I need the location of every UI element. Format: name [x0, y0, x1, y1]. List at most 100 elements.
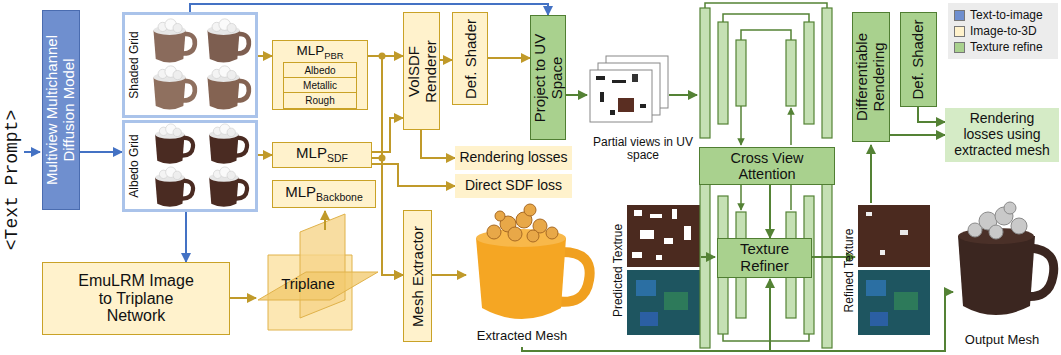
text-holder: <Text Prompt>	[0, 60, 24, 300]
node-text: Direct SDF loss	[465, 177, 562, 193]
mug-render	[155, 124, 193, 164]
extractor-box: Mesh Extractor	[403, 210, 432, 342]
text-holder: Predicted Textrue	[609, 205, 626, 335]
text-line: Def. Shader	[910, 19, 927, 99]
text-line: EmuLRM Image to Triplane Network	[73, 272, 199, 326]
connector	[769, 185, 771, 238]
label-box: Predicted Textrue	[609, 205, 626, 335]
flow-arrows	[24, 95, 953, 351]
mlp-box: MLPSDF	[272, 142, 372, 168]
text-line: Shaded Grid	[128, 31, 141, 98]
prompt-label: <Text Prompt>	[2, 110, 22, 250]
text-holder: MLPPBR	[273, 41, 367, 63]
text-holder: Albedo	[284, 63, 356, 78]
text-holder: Extracted Mesh	[466, 327, 578, 346]
legend-box: Text-to-imageImage-to-3D Texture refine	[948, 3, 1058, 59]
connector	[80, 151, 122, 153]
text-line: Partial views in UV space	[592, 136, 694, 163]
node-text: MLP	[296, 144, 327, 161]
node-text: Def. Shader	[909, 19, 926, 99]
refined-texture	[858, 205, 930, 335]
subscript-text: Backbone	[316, 191, 363, 203]
shader-box: Def. Shader	[900, 12, 937, 107]
legend-text: Text-to-image	[970, 8, 1043, 22]
refiner-box: Texture Refiner	[717, 238, 812, 278]
text-line: Mesh Extractor	[409, 226, 426, 327]
extracted-mesh	[476, 204, 590, 319]
connector	[258, 55, 272, 57]
triplane-figure	[258, 214, 378, 330]
text-holder: Shaded Grid	[125, 15, 145, 115]
loss-box: Direct SDF loss	[455, 174, 572, 198]
text-line: Texture Refiner	[722, 241, 807, 275]
node-text: Mesh Extractor	[408, 226, 425, 327]
text-holder: VolSDF Renderer	[404, 13, 439, 129]
mug-render	[153, 19, 194, 63]
node-text: Texture Refiner	[740, 240, 789, 274]
text-line: Albedo Grid	[128, 134, 141, 197]
node-text: Albedo	[304, 65, 335, 76]
subscript-text: PBR	[324, 50, 343, 61]
connector	[372, 118, 403, 152]
connector	[258, 154, 272, 156]
figure-label: Refined Texture	[841, 228, 855, 312]
connector	[421, 130, 455, 158]
connector	[440, 59, 452, 61]
node-text: Shaded Grid	[127, 31, 141, 98]
legend-text: Texture refine	[970, 40, 1043, 54]
text-line: Output Mesh	[965, 333, 1039, 348]
text-holder: Texture Refiner	[718, 239, 811, 277]
label-box: Triplane	[276, 274, 340, 295]
text-holder: Project to UV Space	[531, 16, 565, 139]
image-grid: Shaded Grid	[122, 12, 258, 118]
label-box: Refined Texture	[840, 205, 857, 335]
figure-label: Partial views in UV space	[593, 135, 693, 162]
node-text: MLP	[285, 183, 316, 200]
text-holder: Cross View Attention	[700, 148, 834, 184]
label-box: <Text Prompt>	[0, 60, 24, 300]
mug-render	[153, 66, 194, 110]
mug-render	[209, 124, 247, 164]
text-line: MLPBackbone	[285, 184, 363, 204]
attention-box: Cross View Attention	[699, 147, 835, 185]
mlp-box: MLPBackbone	[272, 180, 376, 208]
text-holder: Triplane	[276, 274, 340, 295]
legend-swatch	[954, 26, 965, 37]
figure-label: Extracted Mesh	[477, 328, 567, 343]
text-holder: Refined Texture	[840, 205, 857, 335]
legend-row: Text-to-image	[954, 7, 1052, 23]
mug-render	[209, 167, 247, 207]
node-text: EmuLRM Image to Triplane Network	[78, 272, 194, 325]
text-holder: Direct SDF loss	[455, 174, 572, 198]
text-line: Rendering losses	[459, 150, 567, 166]
text-holder: Differentiable Rendering	[853, 13, 889, 141]
loss-box: Rendering losses using extracted mesh	[945, 108, 1059, 162]
label-box: Output Mesh	[952, 331, 1052, 350]
legend-text: Image-to-3D	[970, 24, 1037, 38]
mug-render	[207, 66, 248, 110]
text-line: Def. Shader	[462, 18, 479, 98]
text-line: Direct SDF loss	[465, 178, 562, 194]
uv-partial-views	[590, 56, 668, 122]
text-line: Metallic	[303, 80, 337, 91]
subscript-text: SDF	[327, 152, 348, 164]
projection-box: Project to UV Space	[530, 15, 566, 140]
text-line: Rendering losses using extracted mesh	[949, 111, 1055, 158]
node-text: Project to UV Space	[530, 33, 564, 121]
text-line: MLPSDF	[296, 145, 348, 165]
text-holder: Def. Shader	[901, 13, 936, 106]
text-line: Cross View Attention	[704, 150, 830, 182]
text-line: Differentiable Rendering	[854, 17, 888, 137]
text-holder: Multiview Multichannel Diffusion Model	[43, 11, 79, 209]
text-line: Extracted Mesh	[477, 329, 567, 344]
text-line: Triplane	[281, 276, 335, 293]
node-text: Rendering losses	[459, 149, 567, 165]
text-line: VolSDF Renderer	[405, 17, 439, 125]
text-holder: EmuLRM Image to Triplane Network	[43, 263, 229, 334]
text-line: Predicted Textrue	[611, 223, 624, 316]
network-box: EmuLRM Image to Triplane Network	[42, 262, 230, 335]
output-box: Rough	[283, 92, 357, 109]
text-holder: Partial views in UV space	[588, 132, 698, 166]
shader-box: Def. Shader	[452, 12, 488, 105]
text-line: Project to UV Space	[531, 20, 565, 135]
